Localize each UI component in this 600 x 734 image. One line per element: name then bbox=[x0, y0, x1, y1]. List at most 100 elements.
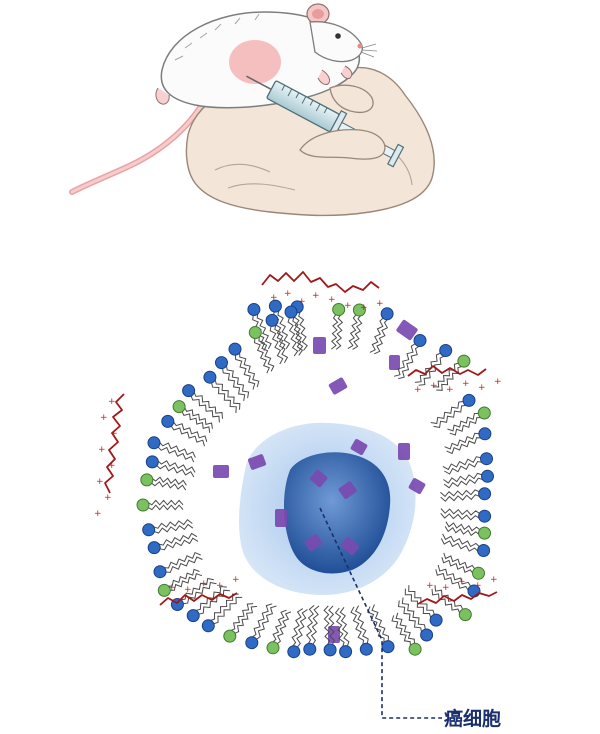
cargo-square bbox=[247, 454, 267, 470]
positive-charge-mark: + bbox=[328, 295, 336, 305]
positive-charge-mark: + bbox=[200, 579, 208, 589]
cargo-square bbox=[275, 509, 287, 527]
lipid-tail bbox=[169, 573, 202, 591]
lipid-head-green bbox=[157, 583, 171, 597]
cargo-molecules bbox=[213, 319, 426, 643]
lipid-tail bbox=[433, 404, 467, 428]
lipid-molecule bbox=[182, 384, 223, 423]
lipid-head-blue bbox=[287, 645, 301, 659]
lipid-tail bbox=[193, 391, 223, 419]
cargo-square bbox=[389, 355, 400, 370]
lipid-head-blue bbox=[161, 414, 175, 428]
lipid-tail bbox=[225, 365, 250, 399]
positive-charge-mark: + bbox=[96, 477, 104, 487]
cancer-cell-label: 癌细胞 bbox=[444, 707, 501, 730]
lipid-molecule bbox=[153, 551, 203, 579]
lipid-tail bbox=[195, 585, 227, 611]
lipid-tail bbox=[393, 343, 416, 377]
lipid-head-blue bbox=[380, 307, 394, 321]
positive-charge-mark: + bbox=[490, 575, 498, 585]
lipid-tail bbox=[354, 605, 369, 644]
lipid-tail bbox=[190, 395, 220, 423]
lipid-molecule bbox=[442, 452, 493, 475]
lipid-tail bbox=[159, 537, 199, 551]
positive-charge-mark: + bbox=[446, 385, 454, 395]
lipid-head-blue bbox=[147, 541, 161, 555]
lipid-molecule bbox=[447, 406, 491, 436]
lipid-molecule bbox=[266, 609, 292, 655]
lipid-head-blue bbox=[359, 642, 373, 656]
lipid-tail bbox=[182, 581, 217, 605]
positive-charge-mark: + bbox=[298, 297, 306, 307]
lipid-head-blue bbox=[478, 427, 492, 441]
lipid-tail bbox=[404, 588, 432, 619]
lipid-molecule bbox=[440, 487, 492, 502]
lipid-tail bbox=[251, 603, 273, 638]
lipid-molecule bbox=[287, 608, 308, 659]
lipid-molecule bbox=[347, 303, 366, 350]
lipid-tail bbox=[334, 607, 345, 648]
lipid-molecule bbox=[140, 473, 187, 491]
lipid-molecule bbox=[170, 577, 217, 611]
lipid-tail bbox=[371, 604, 390, 642]
peptide-strand bbox=[417, 591, 498, 605]
lipid-tail bbox=[181, 411, 211, 433]
lipid-head-green bbox=[458, 608, 472, 622]
positive-charge-mark: + bbox=[98, 445, 106, 455]
lipid-head-blue bbox=[478, 487, 492, 501]
lipid-tail bbox=[214, 379, 241, 410]
lipid-head-blue bbox=[268, 299, 282, 313]
lipid-head-green bbox=[477, 406, 491, 420]
lipid-tail bbox=[369, 317, 384, 353]
lipid-molecule bbox=[245, 603, 277, 650]
peptide-strand bbox=[261, 271, 380, 293]
lipid-molecule bbox=[147, 532, 199, 555]
lipid-molecule bbox=[157, 568, 202, 597]
lipid-tail bbox=[442, 456, 482, 471]
lipid-head-blue bbox=[339, 645, 353, 659]
cargo-square bbox=[313, 337, 326, 354]
lipid-head-blue bbox=[478, 509, 492, 523]
lipid-molecule bbox=[440, 533, 491, 557]
cargo-square bbox=[328, 626, 340, 643]
cargo-square bbox=[328, 377, 348, 395]
lipid-tail bbox=[446, 437, 482, 455]
positive-charge-mark: + bbox=[184, 585, 192, 595]
lipid-tail bbox=[444, 526, 480, 537]
lipid-molecule bbox=[161, 414, 208, 447]
lipid-molecule bbox=[265, 313, 289, 365]
lipid-molecule bbox=[443, 469, 494, 489]
lipid-molecule bbox=[323, 605, 337, 657]
lipid-tail bbox=[352, 314, 363, 350]
lipid-molecule bbox=[330, 303, 346, 350]
lipid-tail bbox=[444, 432, 480, 450]
lipid-molecule bbox=[284, 305, 304, 357]
lipid-head-blue bbox=[429, 613, 443, 627]
lipid-tail bbox=[443, 552, 476, 570]
lipid-tail bbox=[296, 609, 308, 648]
lipid-tail bbox=[172, 421, 208, 443]
lipid-molecule bbox=[440, 508, 492, 523]
lipid-molecule bbox=[397, 597, 434, 642]
cancer-cell-diagram: ++++++++++++++++++++++++++++++++ bbox=[94, 271, 502, 719]
lipid-molecule bbox=[136, 498, 184, 512]
lipid-tail bbox=[209, 593, 239, 622]
lipid-head-blue bbox=[481, 469, 494, 483]
lipid-tail bbox=[163, 551, 201, 569]
lipid-tail bbox=[253, 338, 270, 374]
lipid-tail bbox=[156, 464, 195, 478]
lipid-tail bbox=[391, 615, 411, 647]
lipid-molecule bbox=[247, 303, 272, 351]
lipid-head-blue bbox=[439, 344, 453, 357]
lipid-tail bbox=[293, 312, 304, 352]
lipid-head-blue bbox=[265, 313, 279, 327]
lipid-tail bbox=[401, 597, 426, 630]
lipid-head-green bbox=[457, 354, 471, 368]
mouse-nose bbox=[357, 43, 363, 49]
lipid-tail bbox=[397, 600, 423, 633]
lipid-molecule bbox=[228, 342, 260, 390]
injection-illustration bbox=[69, 3, 435, 217]
lipid-head-blue bbox=[201, 619, 215, 633]
lipid-head-blue bbox=[215, 356, 228, 370]
cargo-square bbox=[350, 439, 368, 455]
